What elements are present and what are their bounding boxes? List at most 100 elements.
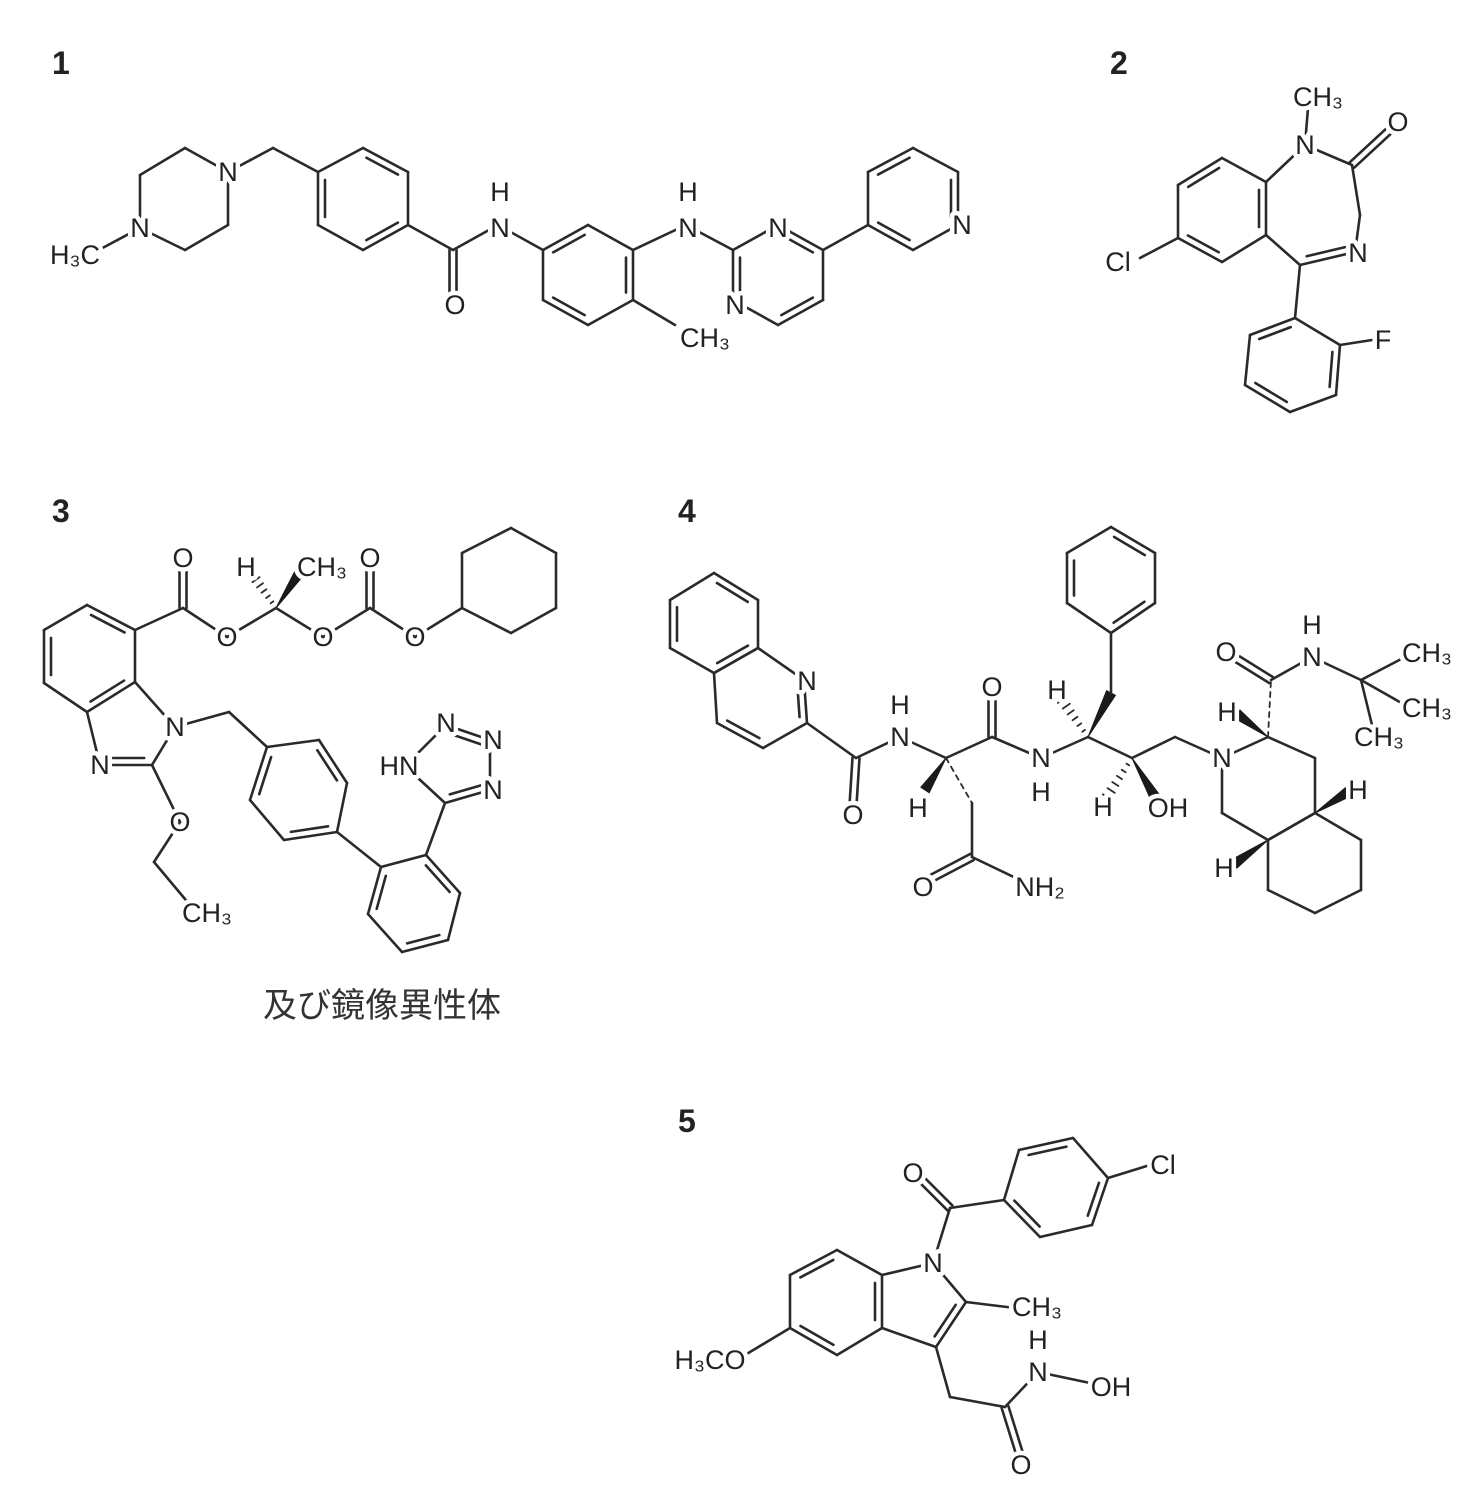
bond bbox=[631, 223, 688, 252]
bond bbox=[379, 853, 428, 869]
bond bbox=[1359, 655, 1407, 682]
bond bbox=[668, 571, 716, 602]
bond bbox=[631, 298, 677, 327]
bond bbox=[743, 1326, 792, 1357]
bond bbox=[1266, 811, 1317, 842]
bond bbox=[1338, 338, 1374, 347]
bond bbox=[227, 710, 269, 749]
bond bbox=[446, 891, 462, 942]
bond bbox=[361, 223, 410, 252]
hash-bond-segment bbox=[1071, 715, 1079, 722]
atom-label: H bbox=[1348, 775, 1368, 805]
atom-label: O bbox=[912, 872, 933, 902]
atom-label: N bbox=[483, 775, 503, 805]
bond bbox=[1359, 678, 1407, 707]
double-bond-inner-line bbox=[780, 233, 815, 254]
bond bbox=[173, 710, 231, 729]
double-bond-inner-line bbox=[1257, 325, 1293, 341]
atom-label: O bbox=[404, 622, 425, 652]
double-bond-inner-line bbox=[876, 156, 911, 176]
bond bbox=[788, 1248, 839, 1277]
atom-label: N bbox=[1295, 130, 1315, 160]
bond bbox=[317, 738, 349, 785]
dashed-bond bbox=[945, 757, 973, 804]
bond bbox=[85, 710, 102, 767]
atom-label: N bbox=[725, 290, 745, 320]
wedge-bond bbox=[1131, 757, 1161, 801]
bond bbox=[403, 723, 448, 768]
bond bbox=[931, 1261, 968, 1304]
bond bbox=[1313, 811, 1363, 842]
bond bbox=[93, 226, 142, 254]
bond bbox=[731, 298, 780, 327]
atom-label: O bbox=[169, 807, 190, 837]
bond bbox=[361, 146, 410, 174]
bond bbox=[1002, 1148, 1021, 1202]
bond bbox=[1248, 316, 1297, 337]
atom-label: CH₃ bbox=[182, 898, 232, 928]
bond bbox=[1038, 1223, 1094, 1239]
double-bond bbox=[916, 1179, 949, 1212]
bond bbox=[756, 646, 806, 682]
bond bbox=[712, 671, 719, 725]
atom-label: H₃C bbox=[50, 240, 100, 270]
hash-bond-segment bbox=[1057, 696, 1067, 704]
double-bond-inner-line bbox=[316, 748, 339, 782]
bond bbox=[1266, 888, 1317, 915]
double-bond-inner-line bbox=[1186, 166, 1221, 189]
atom-label: H bbox=[236, 552, 256, 582]
bond bbox=[1109, 601, 1157, 635]
atom-label: H bbox=[678, 177, 698, 207]
bond bbox=[1350, 163, 1362, 217]
bond bbox=[42, 681, 89, 714]
bond bbox=[460, 526, 513, 555]
atom-label: H bbox=[1217, 697, 1237, 727]
atom-label: N bbox=[490, 213, 510, 243]
bond bbox=[1353, 213, 1362, 254]
double-bond-inner-line bbox=[1027, 1145, 1068, 1157]
bond bbox=[368, 606, 417, 639]
bond bbox=[509, 526, 558, 555]
bond bbox=[451, 223, 500, 252]
bond bbox=[248, 798, 286, 842]
compound-number-1: 1 bbox=[52, 45, 70, 81]
hash-bond-segment bbox=[1111, 781, 1120, 787]
atom-label: N bbox=[1028, 1357, 1048, 1387]
double-bond-inner-line bbox=[1112, 600, 1146, 625]
bond bbox=[761, 721, 809, 750]
double-bond bbox=[929, 852, 972, 877]
hash-bond-segment bbox=[1101, 793, 1113, 801]
bond bbox=[1086, 735, 1134, 760]
wedge-bond bbox=[920, 757, 947, 794]
atom-label: O bbox=[216, 622, 237, 652]
atom-label: H₃CO bbox=[675, 1345, 746, 1375]
hash-bond-segment bbox=[1106, 787, 1116, 794]
double-bond bbox=[1348, 124, 1391, 164]
bond bbox=[181, 606, 229, 639]
atom-label: H bbox=[1214, 853, 1234, 883]
atom-label: HN bbox=[380, 751, 419, 781]
double-bond bbox=[1000, 1406, 1017, 1455]
bond bbox=[541, 223, 590, 252]
bond bbox=[712, 646, 760, 675]
bond bbox=[152, 820, 182, 864]
bond bbox=[282, 830, 339, 842]
atom-label: CH₃ bbox=[1293, 82, 1343, 112]
bond bbox=[1036, 1370, 1092, 1385]
bond bbox=[271, 146, 320, 174]
double-bond-inner-line bbox=[1086, 1181, 1101, 1217]
dashed-bond bbox=[1267, 679, 1272, 738]
atom-label: CH₃ bbox=[1012, 1292, 1062, 1322]
compound-number-4: 4 bbox=[678, 493, 696, 529]
bond bbox=[183, 223, 230, 252]
bond bbox=[911, 146, 960, 174]
hash-bond-segment bbox=[1081, 728, 1086, 733]
atom-label: O bbox=[1215, 637, 1236, 667]
bond bbox=[85, 603, 137, 632]
hash-bond-segment bbox=[1061, 702, 1071, 710]
compound-number-5: 5 bbox=[678, 1103, 696, 1139]
bond bbox=[413, 606, 464, 639]
double-bond-inner-line bbox=[1328, 350, 1334, 389]
double-bond-inner-line bbox=[715, 581, 750, 604]
bond bbox=[1090, 1176, 1110, 1227]
